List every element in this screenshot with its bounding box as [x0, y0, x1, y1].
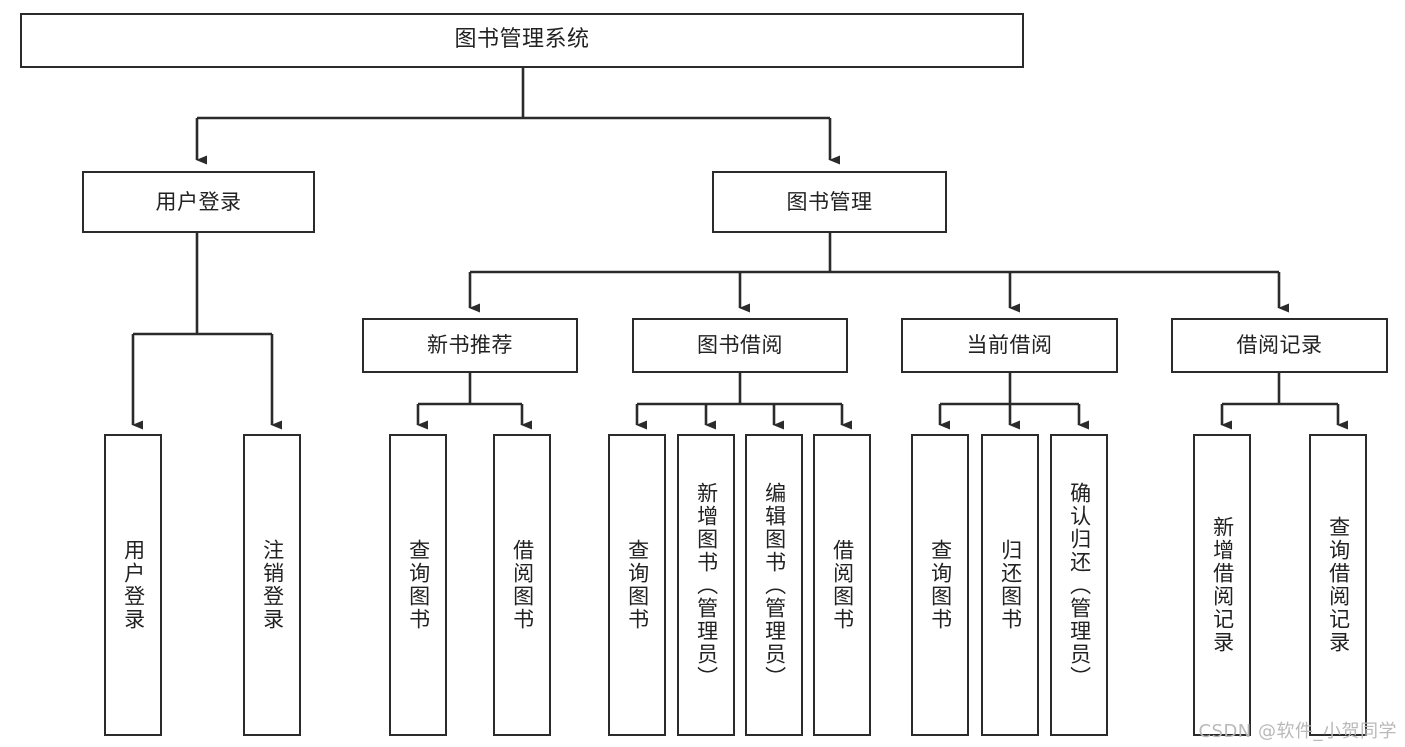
- leaf-new-book-query[interactable]: 查询图书: [389, 434, 447, 736]
- leaf-current-borrow-query[interactable]: 查询图书: [911, 434, 969, 736]
- leaf-user-login-signout[interactable]: 注销登录: [243, 434, 301, 736]
- node-label: 新书推荐: [427, 333, 513, 358]
- node-label: 借阅图书: [830, 539, 855, 631]
- node-label: 编辑图书（管理员）: [762, 481, 787, 689]
- leaf-book-borrow-query[interactable]: 查询图书: [608, 434, 666, 736]
- leaf-book-borrow-borrow[interactable]: 借阅图书: [813, 434, 871, 736]
- leaf-borrow-record-query[interactable]: 查询借阅记录: [1309, 434, 1367, 736]
- leaf-current-borrow-confirm-return[interactable]: 确认归还（管理员）: [1050, 434, 1108, 736]
- node-label: 查询图书: [406, 539, 431, 631]
- node-label: 确认归还（管理员）: [1067, 481, 1092, 689]
- node-label: 图书管理: [786, 189, 873, 214]
- node-label: 借阅记录: [1236, 333, 1323, 358]
- node-current-borrow[interactable]: 当前借阅: [901, 318, 1118, 373]
- node-book-borrow[interactable]: 图书借阅: [632, 318, 848, 373]
- node-label: 新增借阅记录: [1210, 516, 1235, 654]
- node-label: 查询借阅记录: [1326, 516, 1351, 654]
- leaf-borrow-record-add[interactable]: 新增借阅记录: [1193, 434, 1251, 736]
- node-new-book-recommend[interactable]: 新书推荐: [362, 318, 578, 373]
- csdn-watermark: CSDN @软件_小贺同学: [1198, 721, 1397, 742]
- node-borrow-record[interactable]: 借阅记录: [1171, 318, 1388, 373]
- leaf-user-login-signin[interactable]: 用户登录: [104, 434, 162, 736]
- node-label: 图书借阅: [697, 333, 783, 358]
- node-label: 图书管理系统: [454, 27, 590, 53]
- node-label: 注销登录: [260, 539, 285, 631]
- leaf-book-borrow-add[interactable]: 新增图书（管理员）: [677, 434, 735, 736]
- node-label: 归还图书: [998, 539, 1023, 631]
- node-user-login[interactable]: 用户登录: [82, 171, 315, 233]
- node-label: 查询图书: [928, 539, 953, 631]
- leaf-current-borrow-return[interactable]: 归还图书: [981, 434, 1039, 736]
- node-book-management[interactable]: 图书管理: [712, 171, 947, 233]
- node-label: 用户登录: [155, 189, 242, 214]
- node-root-book-management-system[interactable]: 图书管理系统: [20, 13, 1024, 68]
- leaf-book-borrow-edit[interactable]: 编辑图书（管理员）: [745, 434, 803, 736]
- node-label: 当前借阅: [966, 333, 1053, 358]
- node-label: 查询图书: [625, 539, 650, 631]
- node-label: 借阅图书: [510, 539, 535, 631]
- node-label: 新增图书（管理员）: [694, 481, 719, 689]
- leaf-new-book-borrow[interactable]: 借阅图书: [493, 434, 551, 736]
- node-label: 用户登录: [121, 539, 146, 631]
